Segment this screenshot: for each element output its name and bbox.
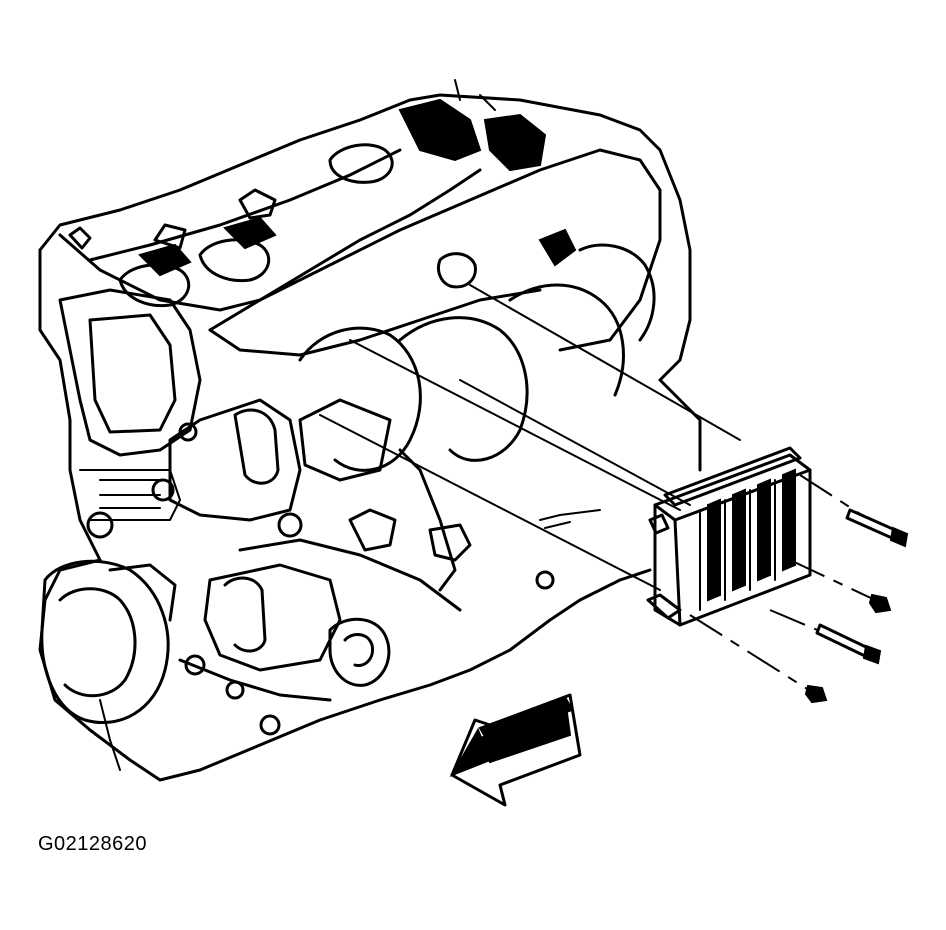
front-cover <box>40 398 302 725</box>
nut-lower <box>804 684 828 704</box>
alignment-lines <box>319 284 741 591</box>
bolt-long-lower <box>815 623 882 665</box>
valve-cover <box>58 79 547 312</box>
figure-id-label: G02128620 <box>38 833 148 855</box>
mounting-bolts <box>689 474 909 704</box>
intake-manifold <box>208 148 662 482</box>
control-module <box>646 446 812 627</box>
front-direction-arrow-icon <box>449 693 582 807</box>
nut-upper <box>868 593 892 614</box>
bolt-long-upper <box>845 508 909 548</box>
engine-block <box>38 93 702 782</box>
starter-motor <box>99 448 555 771</box>
